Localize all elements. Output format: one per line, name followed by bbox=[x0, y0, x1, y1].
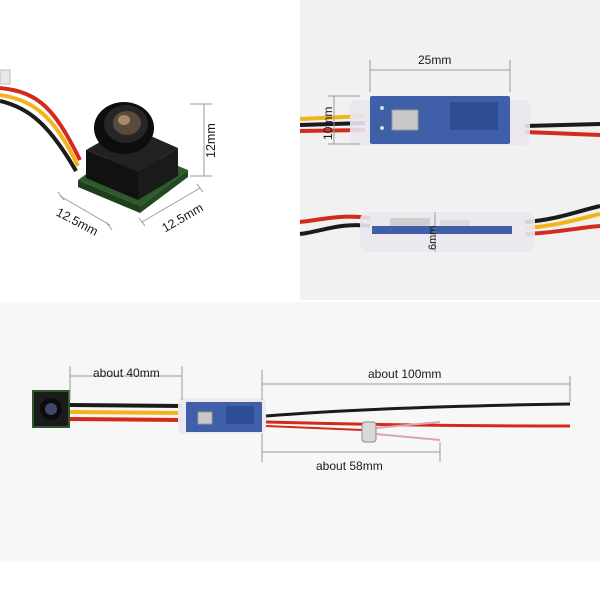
camera-dimension-panel: 12mm 12.5mm 12.5mm bbox=[0, 0, 300, 300]
camera-illustration bbox=[0, 69, 212, 231]
camera-to-vtx-label: about 40mm bbox=[93, 366, 160, 380]
wire-total-label: about 100mm bbox=[368, 367, 442, 381]
antenna-length-label: about 58mm bbox=[316, 459, 383, 473]
assembly-illustration bbox=[32, 366, 571, 462]
vtx-thickness-label: 6mm bbox=[427, 225, 439, 250]
vtx-length-label: 25mm bbox=[418, 53, 452, 67]
vtx-illustration bbox=[299, 60, 600, 252]
vtx-height-label: 10mm bbox=[321, 106, 335, 140]
vtx-dimension-panel: 25mm 10mm 6mm bbox=[299, 0, 600, 300]
assembly-dimension-panel: about 40mm about 100mm about 58mm bbox=[0, 302, 600, 562]
camera-height-label: 12mm bbox=[204, 123, 218, 158]
